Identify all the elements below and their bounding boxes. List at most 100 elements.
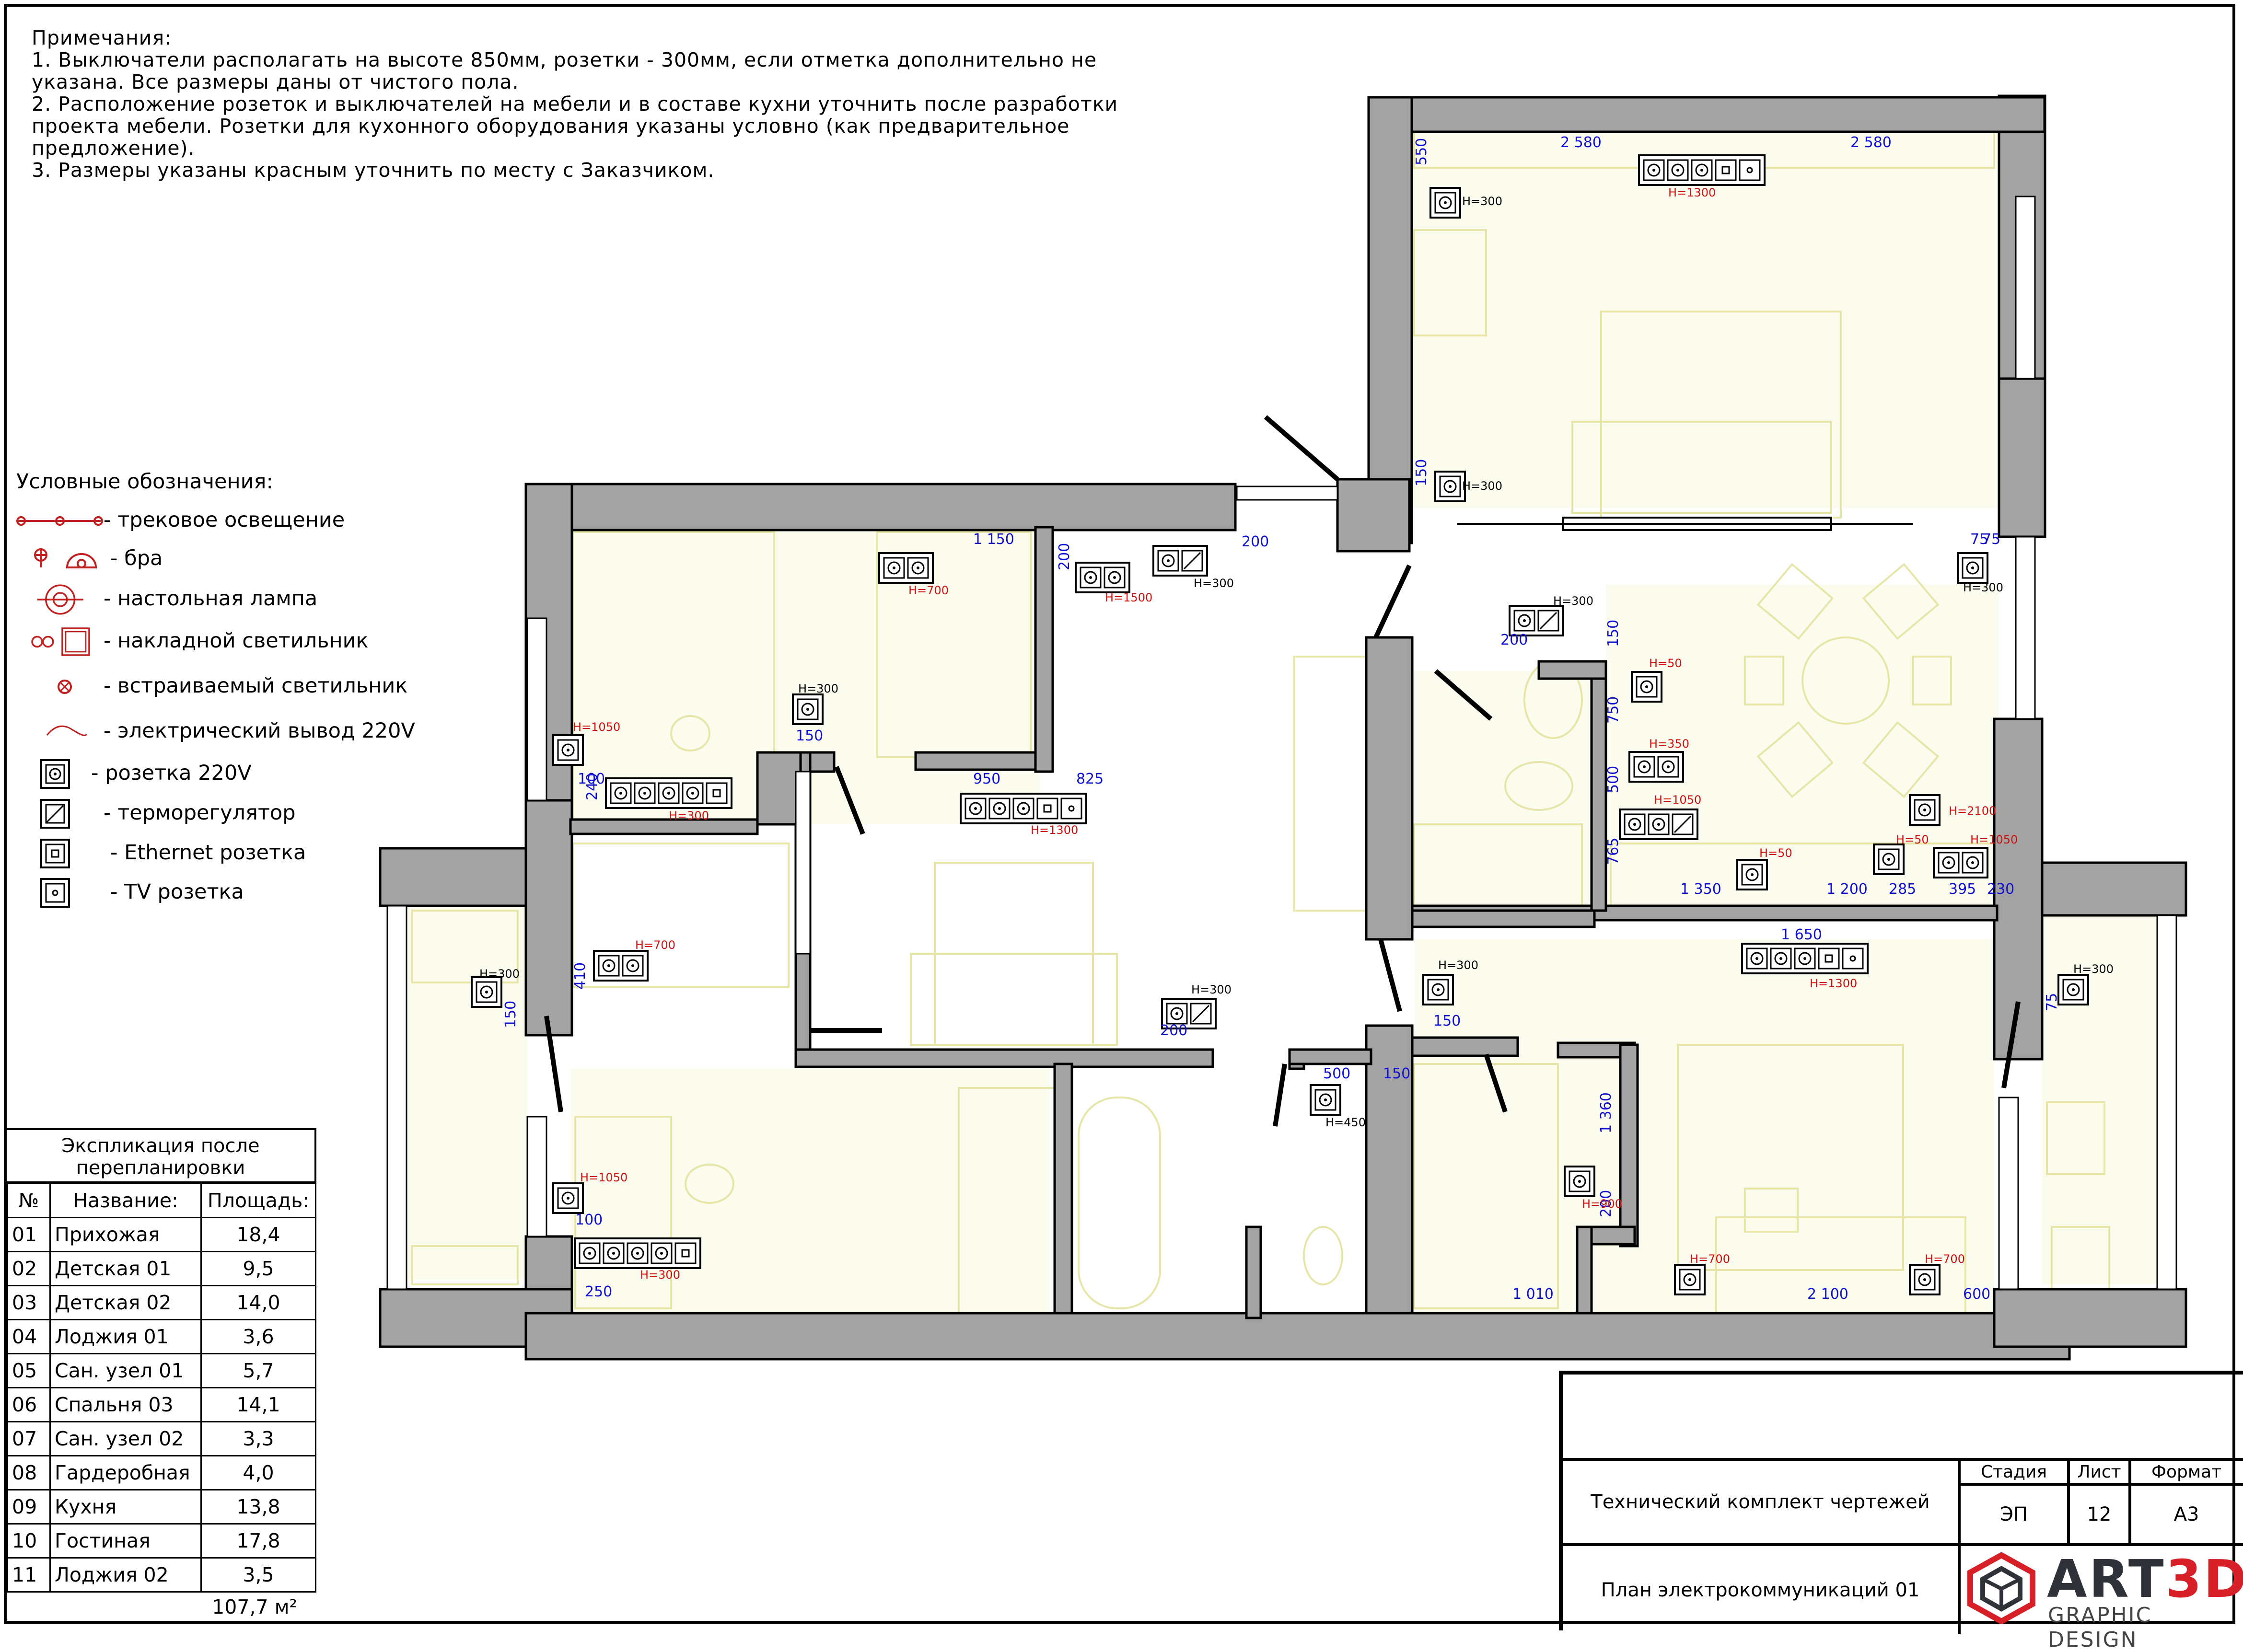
plan-label: H=1050: [1970, 833, 2018, 846]
plan-label: H=300: [669, 809, 709, 822]
legend-item: - встраиваемый светильник: [14, 670, 427, 704]
legend-label: - Ethernet розетка: [110, 841, 306, 865]
doors: [544, 415, 2021, 1127]
ethernet-socket-icon: [1818, 947, 1840, 970]
socket-220v-icon: [1914, 1269, 1936, 1291]
socket-group: [1075, 562, 1130, 593]
format-label: Формат: [2151, 1462, 2222, 1482]
socket-group: [1619, 809, 1698, 840]
room-floors: [398, 129, 2176, 1318]
plan-label: 200: [1598, 1190, 1615, 1217]
legend-item: - розетка 220V: [14, 757, 427, 791]
legend-label: - встраиваемый светильник: [104, 674, 408, 698]
table-cell: 3,6: [200, 1319, 316, 1354]
socket-group: [878, 552, 934, 584]
plan-label: H=700: [1690, 1252, 1730, 1266]
socket-220v-icon: [579, 1242, 601, 1264]
socket-220v-icon: [1569, 1170, 1591, 1192]
explication-table: Экспликация после перепланировки № Назва…: [5, 1128, 316, 1618]
legend-label: - розетка 220V: [91, 761, 252, 785]
socket-220v-icon: [1104, 566, 1126, 589]
plan-label: 550: [1413, 138, 1430, 165]
plan-label: 395: [1949, 881, 1976, 898]
recessed-light-icon: [58, 680, 72, 694]
plan-label: 1 200: [1826, 881, 1868, 898]
socket-220v-icon: [1648, 813, 1670, 835]
thermostat-icon: [1537, 610, 1559, 632]
socket-220v-icon: [1741, 864, 1763, 886]
table-cell: 02: [7, 1251, 51, 1286]
socket-220v-icon: [1679, 1269, 1701, 1291]
legend-item: - электрический вывод 220V: [14, 715, 427, 749]
table-cell: 3,5: [200, 1557, 316, 1593]
socket-220v-icon: [797, 698, 819, 720]
plan-label: H=350: [1649, 737, 1689, 751]
logo-3d: 3D: [2165, 1549, 2243, 1609]
plan-label: 100: [578, 771, 605, 787]
thermostat-icon: [1190, 1003, 1212, 1025]
plan-label: H=700: [635, 938, 675, 952]
plan-label: 150: [1605, 620, 1622, 647]
plan-label: 150: [796, 728, 823, 744]
explication-title-line: перепланировки: [76, 1157, 245, 1179]
plan-label: 765: [1605, 838, 1622, 865]
socket-group: [1741, 943, 1869, 974]
socket-group: [1957, 552, 1988, 584]
plan-label: 600: [1963, 1286, 1990, 1303]
stage-label: Стадия: [1980, 1462, 2047, 1482]
stage-value: ЭП: [1999, 1503, 2028, 1525]
table-cell: 03: [7, 1285, 51, 1320]
tv-socket-icon: [40, 878, 70, 908]
socket-220v-icon: [610, 782, 632, 804]
socket-220v-icon: [1962, 557, 1984, 579]
legend-item: - Ethernet розетка: [14, 837, 427, 870]
plan-label: H=300: [1963, 581, 2003, 594]
plan-label: H=300: [640, 1268, 680, 1282]
plan-label: 285: [1889, 881, 1916, 898]
plan-label: H=2100: [1949, 804, 1996, 818]
legend-item: - бра: [14, 543, 427, 576]
table-cell: 14,1: [200, 1387, 316, 1422]
plan-label: H=50: [1896, 833, 1929, 846]
plan-label: H=300: [798, 682, 838, 695]
plan-label: 2 580: [1560, 134, 1602, 151]
table-cell: 08: [7, 1455, 51, 1490]
plan-label: H=50: [1649, 657, 1682, 670]
table-cell: 17,8: [200, 1523, 316, 1559]
table-cell: 05: [7, 1353, 51, 1388]
socket-group: [1422, 974, 1454, 1005]
electric-outlet-wire-icon: [46, 725, 87, 736]
legend-label: - электрический вывод 220V: [104, 719, 415, 743]
socket-220v-icon: [1657, 756, 1679, 778]
socket-220v-icon: [988, 797, 1011, 820]
plan-label: H=300: [1462, 195, 1502, 208]
socket-220v-icon: [1667, 159, 1689, 181]
legend-title: Условные обозначения:: [16, 470, 273, 494]
sconce-icon: [34, 548, 97, 568]
plan-label: 500: [1323, 1065, 1350, 1082]
socket-220v-icon: [965, 797, 987, 820]
plan-label: 2 580: [1850, 134, 1892, 151]
plan-label: H=300: [1194, 577, 1234, 590]
table-cell: 13,8: [200, 1489, 316, 1525]
socket-220v-icon: [1439, 475, 1461, 497]
socket-group: [1909, 1264, 1941, 1295]
socket-220v-icon: [476, 981, 498, 1003]
plan-label: H=1300: [1031, 823, 1078, 837]
legend-label: - TV розетка: [110, 880, 244, 904]
plan-label: H=700: [1925, 1252, 1965, 1266]
table-cell: 04: [7, 1319, 51, 1354]
socket-220v-icon: [634, 782, 656, 804]
plan-label: H=1300: [1668, 186, 1716, 199]
socket-group: [1736, 859, 1768, 890]
socket-group: [1564, 1166, 1595, 1197]
socket-group: [2057, 974, 2089, 1005]
thermostat-icon: [1672, 813, 1694, 835]
tv-socket-icon: [1060, 797, 1082, 820]
